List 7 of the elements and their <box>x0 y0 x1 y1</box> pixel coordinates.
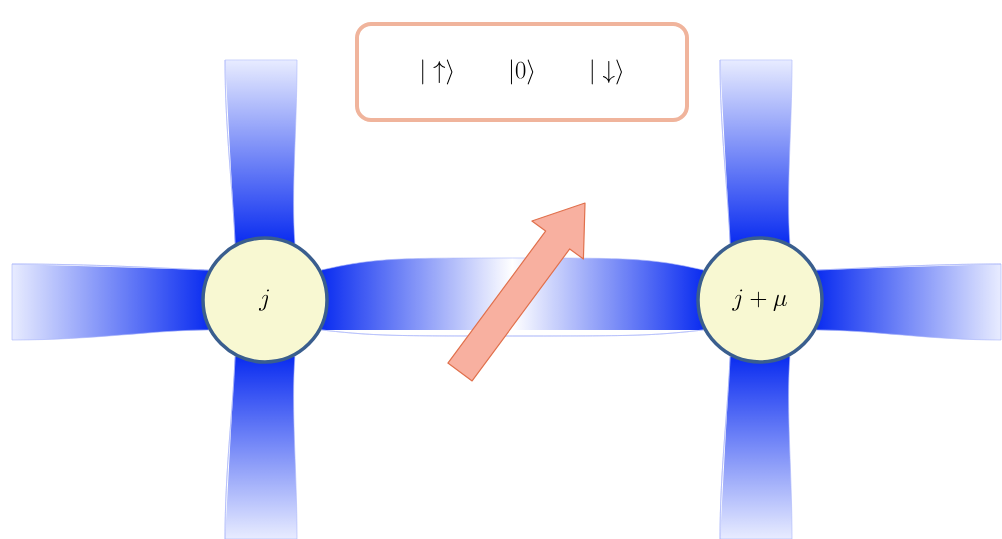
band-connector <box>719 59 793 244</box>
band-connector <box>816 263 1002 341</box>
state-box: $|\uparrow\rangle$ $|0\rangle$ $|\downarrow\rangle$ <box>355 22 689 122</box>
band-connector <box>719 356 793 539</box>
band-connector <box>11 263 209 341</box>
band-connector <box>224 356 298 539</box>
band-connector <box>224 59 298 244</box>
